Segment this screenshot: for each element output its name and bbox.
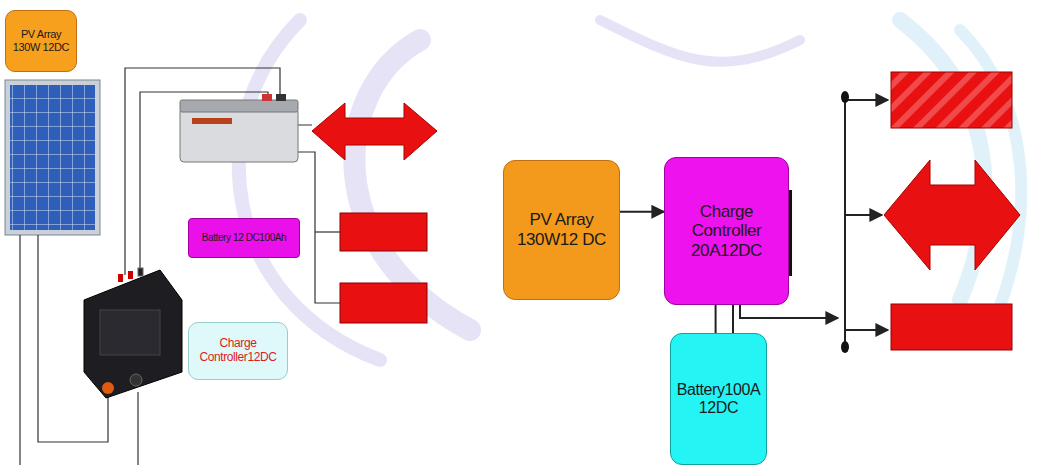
watermark: [900, 20, 984, 300]
connector: [715, 305, 717, 333]
solar-panel: [10, 85, 95, 230]
wire: [845, 214, 882, 216]
charge-controller-illustration: [118, 274, 123, 282]
wire: [315, 231, 340, 232]
load-double-arrow: [312, 103, 437, 160]
solar-panel: [5, 80, 100, 235]
wire: [19, 235, 20, 465]
load-box: [891, 304, 1012, 350]
wire: [740, 305, 838, 318]
wire: [137, 392, 138, 465]
node-label: PV Array 130W 12DC: [11, 28, 71, 53]
watermark: [239, 20, 1021, 360]
load-box: [340, 213, 427, 251]
wire: [20, 68, 340, 465]
connector: [620, 211, 664, 213]
node-label: Battery100A 12DC: [676, 381, 761, 418]
load-box: [340, 213, 427, 323]
charge-controller-illustration: [100, 310, 160, 355]
battery-illustration: [276, 94, 286, 101]
process-box: Charge Controller 20A12DC: [664, 157, 789, 305]
charge-controller-illustration: [130, 374, 142, 386]
battery-illustration: [180, 94, 298, 162]
label-box: PV Array 130W 12DC: [5, 10, 77, 72]
bus-dot: [841, 91, 849, 103]
label-box: Battery 12 DC100Ah: [188, 218, 300, 258]
load-box: [340, 283, 427, 323]
process-box: PV Array 130W12 DC: [503, 160, 620, 300]
bus-dot: [841, 91, 849, 353]
charge-controller-illustration: [84, 268, 182, 398]
charge-controller-illustration: [84, 270, 182, 398]
load-box: [891, 72, 1012, 128]
watermark: [600, 20, 800, 62]
charge-controller-illustration: [102, 382, 114, 394]
wire: [844, 98, 846, 346]
bus-dot: [841, 341, 849, 353]
load-double-arrow: [312, 103, 437, 160]
process-box: Battery100A 12DC: [670, 333, 767, 465]
load-double-arrow: [884, 160, 1020, 270]
battery-illustration: [262, 94, 272, 101]
battery-illustration: [180, 100, 298, 112]
node-label: Battery 12 DC100Ah: [202, 232, 287, 244]
wire: [732, 305, 734, 333]
node-label: Charge Controller 20A12DC: [670, 202, 783, 261]
node-label: Charge Controller12DC: [194, 337, 282, 365]
battery-illustration: [180, 108, 298, 162]
charge-controller-illustration: [128, 271, 133, 279]
load-double-arrow: [884, 160, 1020, 270]
solar-panel: [5, 80, 100, 235]
wire: [845, 99, 888, 101]
charge-controller-illustration: [138, 268, 143, 276]
battery-illustration: [192, 118, 232, 124]
label-box: Charge Controller12DC: [188, 322, 288, 380]
wire: [845, 329, 888, 331]
node-label: PV Array 130W12 DC: [509, 210, 614, 249]
